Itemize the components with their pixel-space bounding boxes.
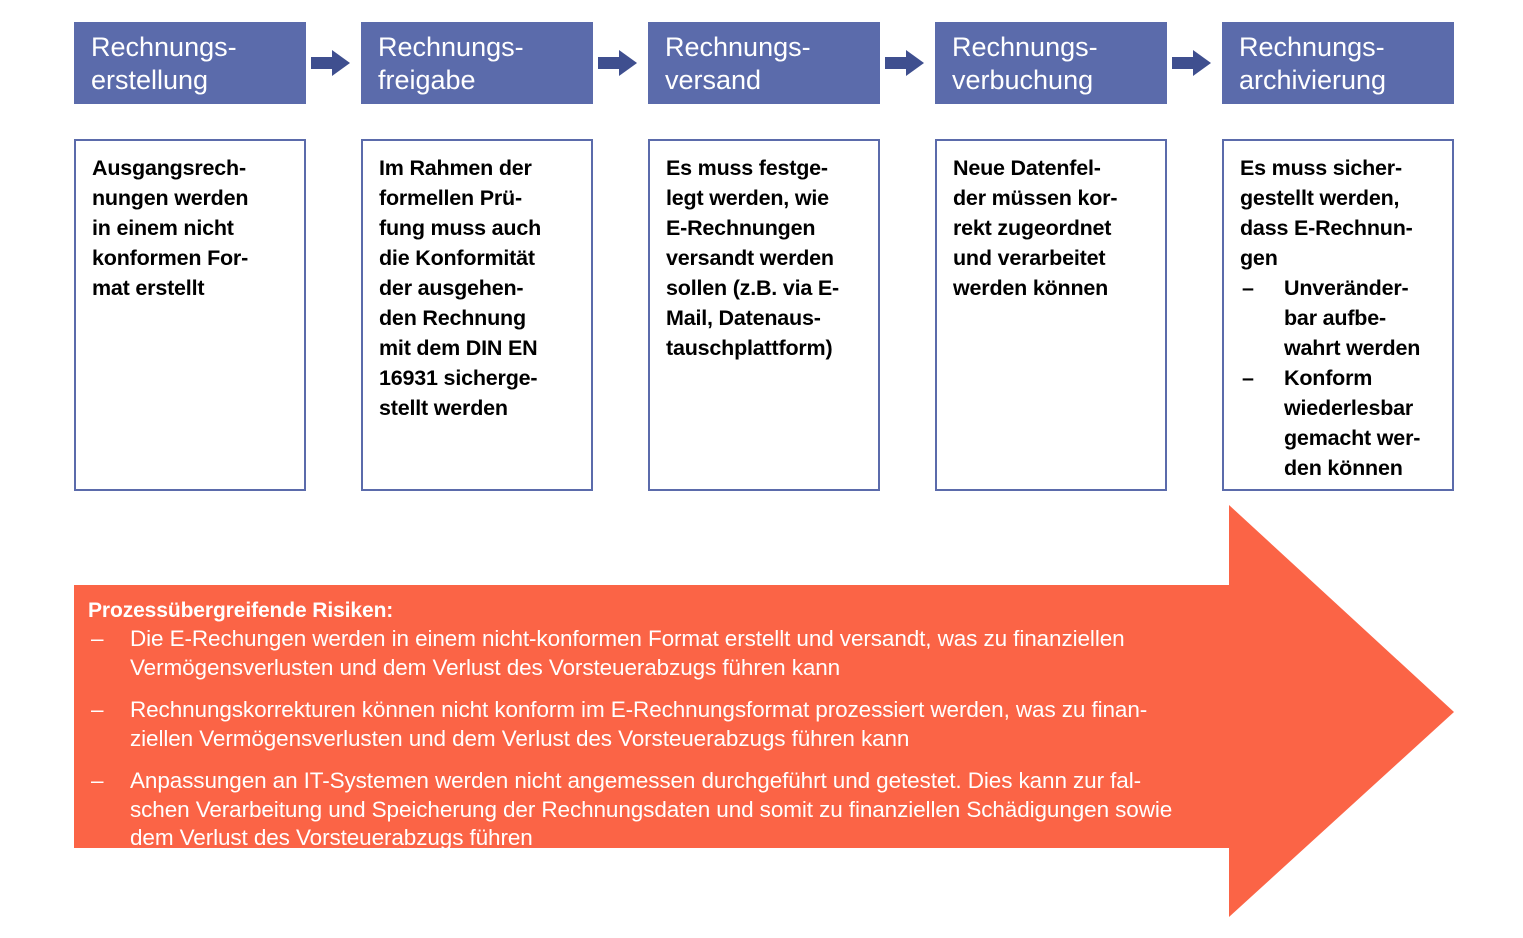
list-item-label: Anpassungen an IT-Systemen werden nicht …	[130, 768, 1173, 850]
right-arrow-head-icon	[332, 50, 350, 76]
phase-body-text-1: Ausgangsrech- nungen werden in einem nic…	[92, 156, 249, 300]
phase-header-4: Rechnungs- verbuchung	[935, 22, 1167, 104]
list-item: – Rechnungskorrekturen können nicht konfo…	[88, 696, 1318, 753]
bullet-dash-icon: –	[91, 626, 104, 651]
phase-body-1: Ausgangsrech- nungen werden in einem nic…	[74, 139, 306, 491]
right-arrow-head-icon	[1193, 50, 1211, 76]
risk-title: Prozessübergreifende Risiken:	[88, 599, 394, 622]
bullet-dash-icon: –	[1242, 366, 1254, 390]
right-arrow-icon	[598, 57, 620, 69]
connector-arrow-4	[1172, 50, 1212, 76]
bullet-dash-icon: –	[91, 697, 104, 722]
right-arrow-icon	[311, 57, 333, 69]
phase-body-4: Neue Datenfel- der müssen kor- rekt zuge…	[935, 139, 1167, 491]
phase-body-3: Es muss festge- legt werden, wie E-Rechn…	[648, 139, 880, 491]
phase-body-text-5: Es muss sicher- gestellt werden, dass E-…	[1240, 156, 1413, 270]
phase-body-text-4: Neue Datenfel- der müssen kor- rekt zuge…	[953, 156, 1118, 300]
list-item: – Konform wiederlesbar gemacht wer- den k…	[1240, 363, 1444, 483]
connector-arrow-1	[311, 50, 351, 76]
phase-body-text-3: Es muss festge- legt werden, wie E-Rechn…	[666, 156, 840, 360]
phase-body-text-2: Im Rahmen der formellen Prü- fung muss a…	[379, 156, 542, 420]
right-arrow-head-icon	[906, 50, 924, 76]
right-arrow-icon	[885, 57, 907, 69]
phase-body-5: Es muss sicher- gestellt werden, dass E-…	[1222, 139, 1454, 491]
list-item-label: Die E-Rechungen werden in einem nicht-ko…	[130, 626, 1125, 680]
list-item: – Anpassungen an IT-Systemen werden nicht…	[88, 767, 1318, 853]
risk-content: Prozessübergreifende Risiken: – Die E-Rec…	[88, 598, 1318, 853]
phase-header-3: Rechnungs- versand	[648, 22, 880, 104]
list-item-label: Unveränder- bar aufbe- wahrt werden	[1284, 276, 1421, 360]
connector-arrow-3	[885, 50, 925, 76]
risk-list: – Die E-Rechungen werden in einem nicht-k…	[88, 625, 1318, 853]
phase-sub-list-5: – Unveränder- bar aufbe- wahrt werden – Ko…	[1240, 273, 1444, 483]
right-arrow-head-icon	[619, 50, 637, 76]
list-item-label: Rechnungskorrekturen können nicht konfor…	[130, 697, 1148, 751]
phase-body-2: Im Rahmen der formellen Prü- fung muss a…	[361, 139, 593, 491]
phase-header-1: Rechnungs- erstellung	[74, 22, 306, 104]
list-item: – Unveränder- bar aufbe- wahrt werden	[1240, 273, 1444, 363]
list-item-label: Konform wiederlesbar gemacht wer- den kö…	[1284, 366, 1421, 480]
risk-arrow-shape	[74, 505, 1454, 917]
phase-header-2: Rechnungs- freigabe	[361, 22, 593, 104]
connector-arrow-2	[598, 50, 638, 76]
list-item: – Die E-Rechungen werden in einem nicht-k…	[88, 625, 1318, 682]
bullet-dash-icon: –	[91, 768, 104, 793]
right-arrow-icon	[1172, 57, 1194, 69]
phase-header-5: Rechnungs- archivierung	[1222, 22, 1454, 104]
bullet-dash-icon: –	[1242, 276, 1254, 300]
